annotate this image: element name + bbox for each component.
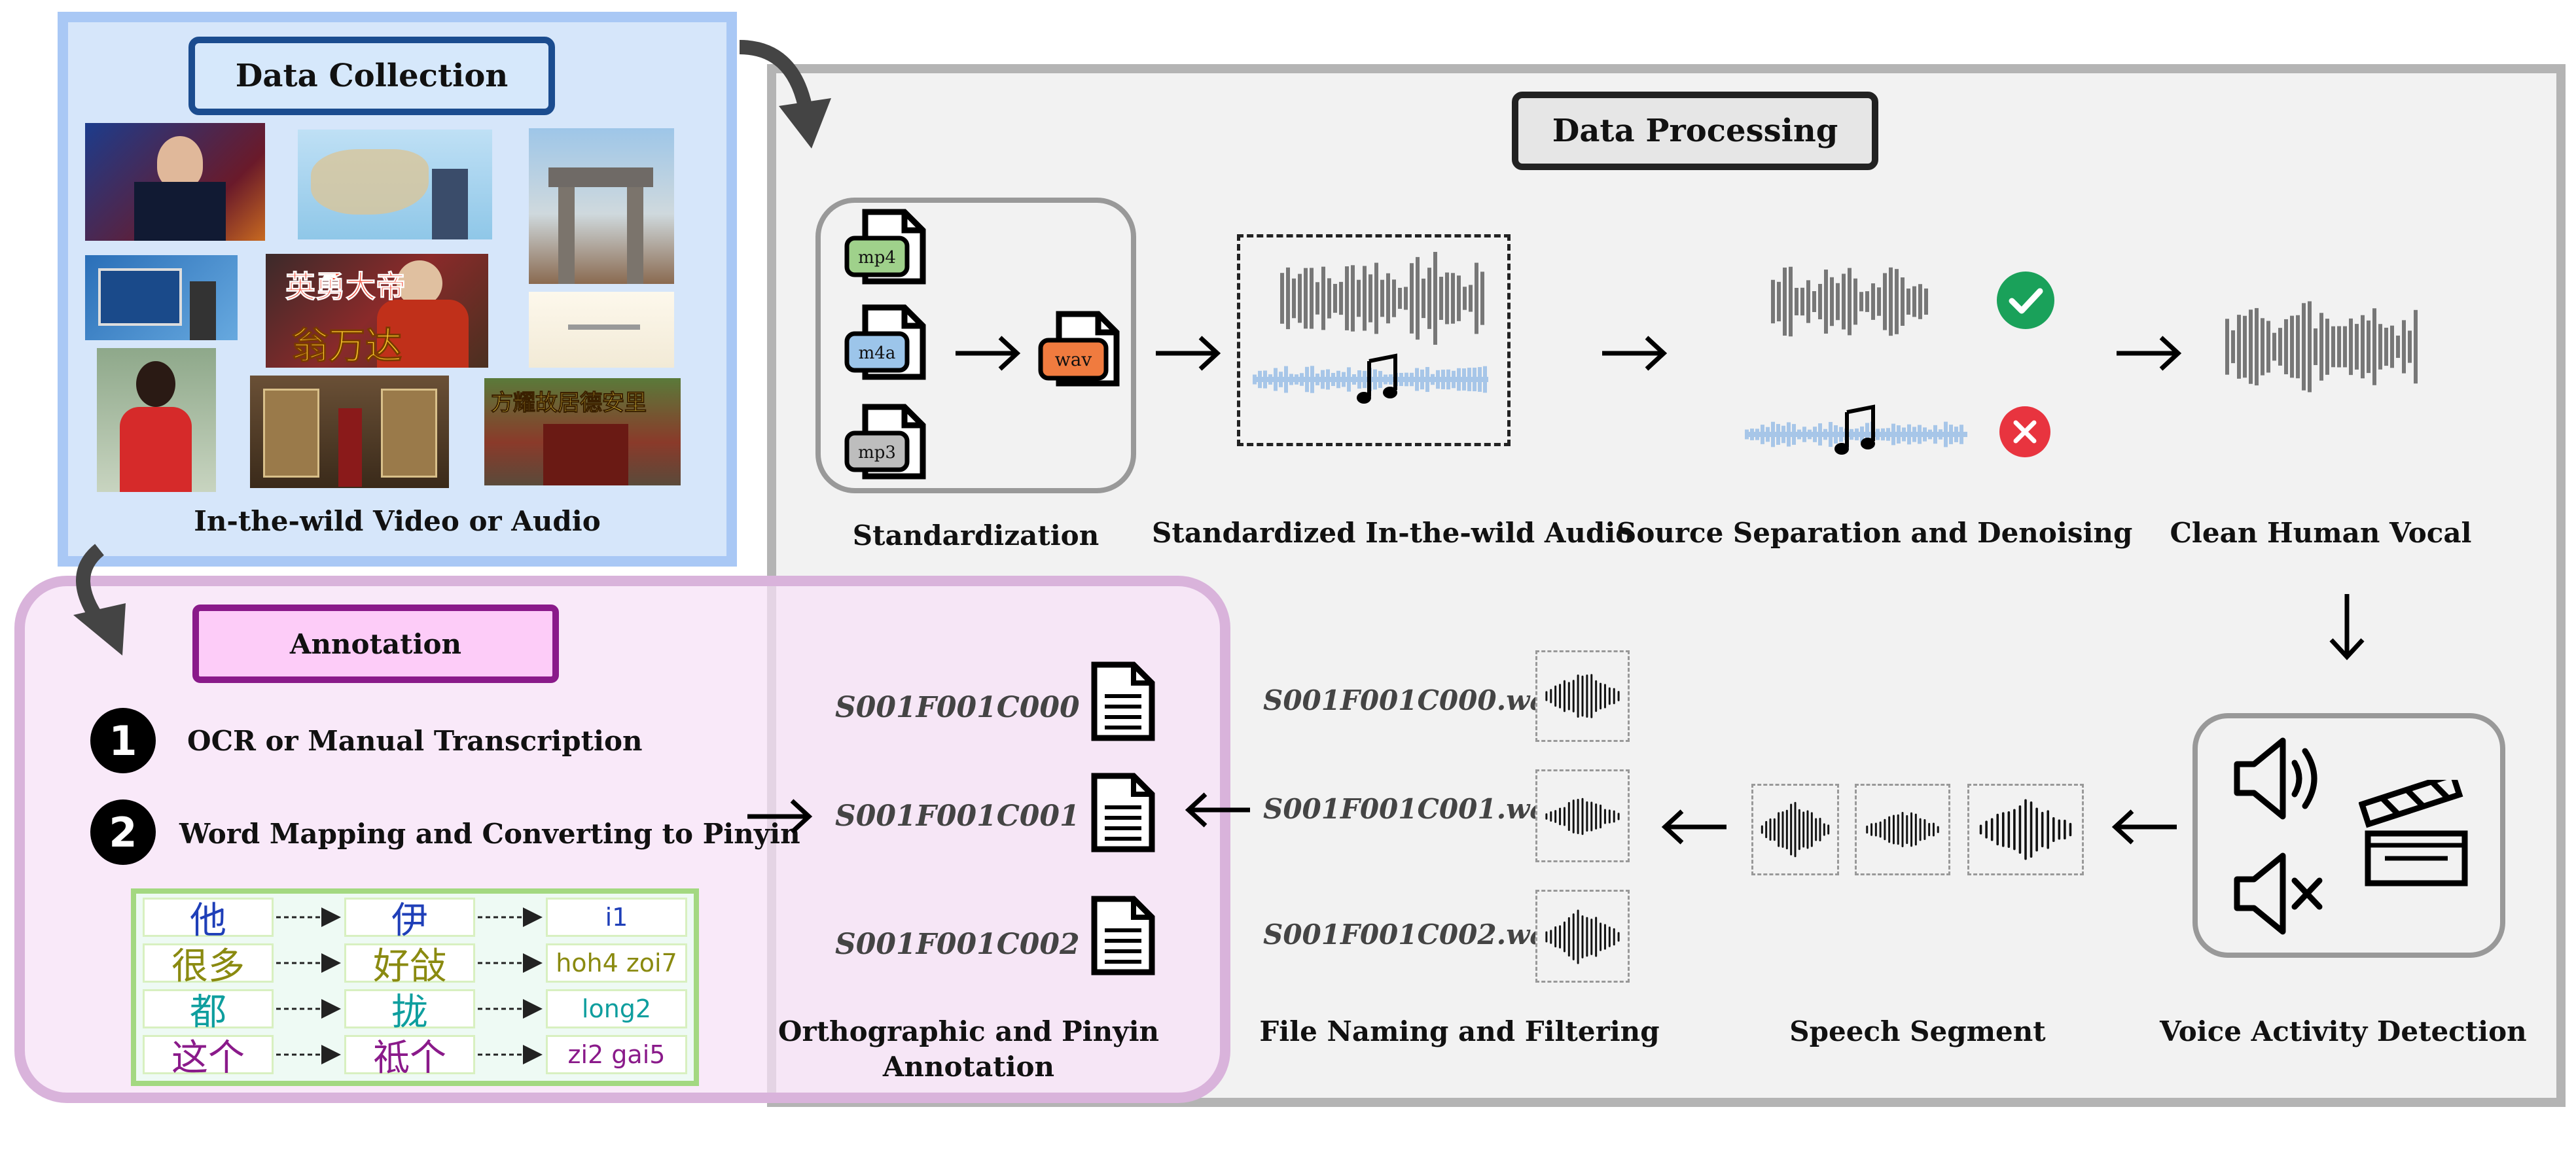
collection-title: Data Collection [188, 37, 555, 115]
separation-label: Source Separation and Denoising [1617, 517, 2133, 549]
curved-arrow-icon [73, 544, 126, 656]
photo-caption-1: 英勇大帝 [285, 269, 406, 305]
ortho-label-line2: Annotation [882, 1051, 1055, 1083]
music-note-icon [1357, 353, 1397, 404]
standardization-label: Standardization [852, 519, 1100, 552]
waveform-icon [1545, 909, 1620, 964]
arrow-right-icon [747, 799, 813, 834]
mapping-dialect: 好敆 [344, 943, 475, 988]
step-2-number: 2 [90, 799, 156, 865]
mapping-pinyin: i1 [546, 898, 687, 937]
photo-map-presenter [298, 130, 492, 239]
photo-woman-presenter [97, 348, 216, 492]
step-1-label: OCR or Manual Transcription [187, 725, 643, 757]
waveform-icon [1745, 421, 1967, 447]
waveform-icon [1866, 811, 1939, 848]
photo-news-anchor [85, 123, 265, 241]
arrow-down-icon [2329, 594, 2365, 661]
mapping-pinyin: zi2 gai5 [546, 1035, 687, 1074]
mapping-dialect: 拢 [344, 989, 475, 1034]
mapping-mandarin: 这个 [143, 1035, 274, 1079]
wav-filename-2: S001F001C002.wav [1263, 919, 1564, 951]
ortho-label-line1: Orthographic and Pinyin [778, 1015, 1160, 1047]
waveform-icon [1280, 252, 1484, 345]
cross-icon [1999, 406, 2050, 457]
arrow-right-icon [956, 336, 1021, 371]
photo-emperor: 英勇大帝 翁万达 [266, 254, 488, 368]
document-icon [1091, 773, 1155, 852]
step-2-label: Word Mapping and Converting to Pinyin [179, 818, 800, 850]
photo-caption-3: 方耀故居德安里 [491, 390, 647, 417]
arrow-left-icon [1661, 809, 1726, 845]
format-mp4: mp4 [858, 248, 896, 268]
mapping-pinyin: hoh4 zoi7 [546, 943, 687, 983]
photo-caption-2: 翁万达 [292, 325, 402, 368]
format-mp3: mp3 [858, 443, 896, 463]
standardized-audio-label: Standardized In-the-wild Audio [1152, 517, 1634, 549]
document-icon [1091, 661, 1155, 741]
mapping-pinyin: long2 [546, 989, 687, 1028]
standardized-audio-box [1237, 234, 1511, 446]
mapping-dialect: 伊 [344, 898, 475, 942]
waveform-icon [1545, 674, 1620, 718]
mapping-dialect: 祗个 [344, 1035, 475, 1079]
mapping-mandarin: 很多 [143, 943, 274, 988]
curved-arrow-icon [739, 40, 831, 149]
photo-calligraphy [529, 292, 674, 368]
mapping-mandarin: 都 [143, 989, 274, 1034]
file-icon: m4a [844, 304, 926, 380]
naming-label: File Naming and Filtering [1259, 1015, 1660, 1047]
arrow-left-icon [2111, 809, 2177, 845]
waveform-icon [1761, 801, 1830, 858]
photo-stage-performer [250, 376, 449, 488]
document-icon [1091, 896, 1155, 975]
arrow-right-icon [1156, 336, 1221, 371]
photo-archway [529, 128, 674, 284]
annotation-title: Annotation [192, 605, 559, 683]
ortho-filename-1: S001F001C001 [835, 799, 1080, 833]
arrow-right-icon [2117, 336, 2182, 371]
photo-residence: 方耀故居德安里 [484, 378, 681, 485]
collection-caption: In-the-wild Video or Audio [194, 505, 601, 537]
arrow-right-icon [1602, 336, 1668, 371]
waveform-icon [1771, 266, 1928, 337]
waveform-icon [1545, 798, 1620, 835]
ortho-filename-0: S001F001C000 [835, 691, 1080, 724]
file-icon: mp4 [844, 209, 926, 285]
vad-label: Voice Activity Detection [2160, 1015, 2527, 1047]
music-note-icon [1834, 404, 1875, 455]
step-1-number: 1 [90, 708, 156, 773]
wav-filename-0: S001F001C000.wav [1263, 684, 1564, 716]
wav-filename-1: S001F001C001.wav [1263, 793, 1564, 825]
check-icon [1997, 272, 2054, 329]
format-m4a: m4a [859, 343, 896, 363]
file-icon: mp3 [844, 404, 926, 480]
waveform-icon [1979, 799, 2072, 860]
mapping-mandarin: 他 [143, 898, 274, 942]
processing-title: Data Processing [1512, 92, 1878, 170]
ortho-filename-2: S001F001C002 [835, 928, 1080, 961]
mapping-arrows [276, 907, 543, 1064]
file-icon: wav [1038, 311, 1120, 387]
mapping-table: 他 伊 i1 很多 好敆 hoh4 zoi7 都 拢 long2 这个 祗个 z… [131, 888, 699, 1086]
segment-label: Speech Segment [1789, 1015, 2046, 1047]
photo-studio [85, 255, 238, 340]
arrow-left-icon [1185, 792, 1250, 828]
speaker-on-icon [2234, 737, 2317, 820]
waveform-icon [2225, 301, 2418, 393]
format-wav: wav [1055, 349, 1092, 370]
clapperboard-icon [2359, 780, 2468, 886]
clean-vocal-label: Clean Human Vocal [2170, 517, 2472, 549]
vad-box [2192, 713, 2505, 958]
speaker-mute-icon [2234, 852, 2323, 935]
